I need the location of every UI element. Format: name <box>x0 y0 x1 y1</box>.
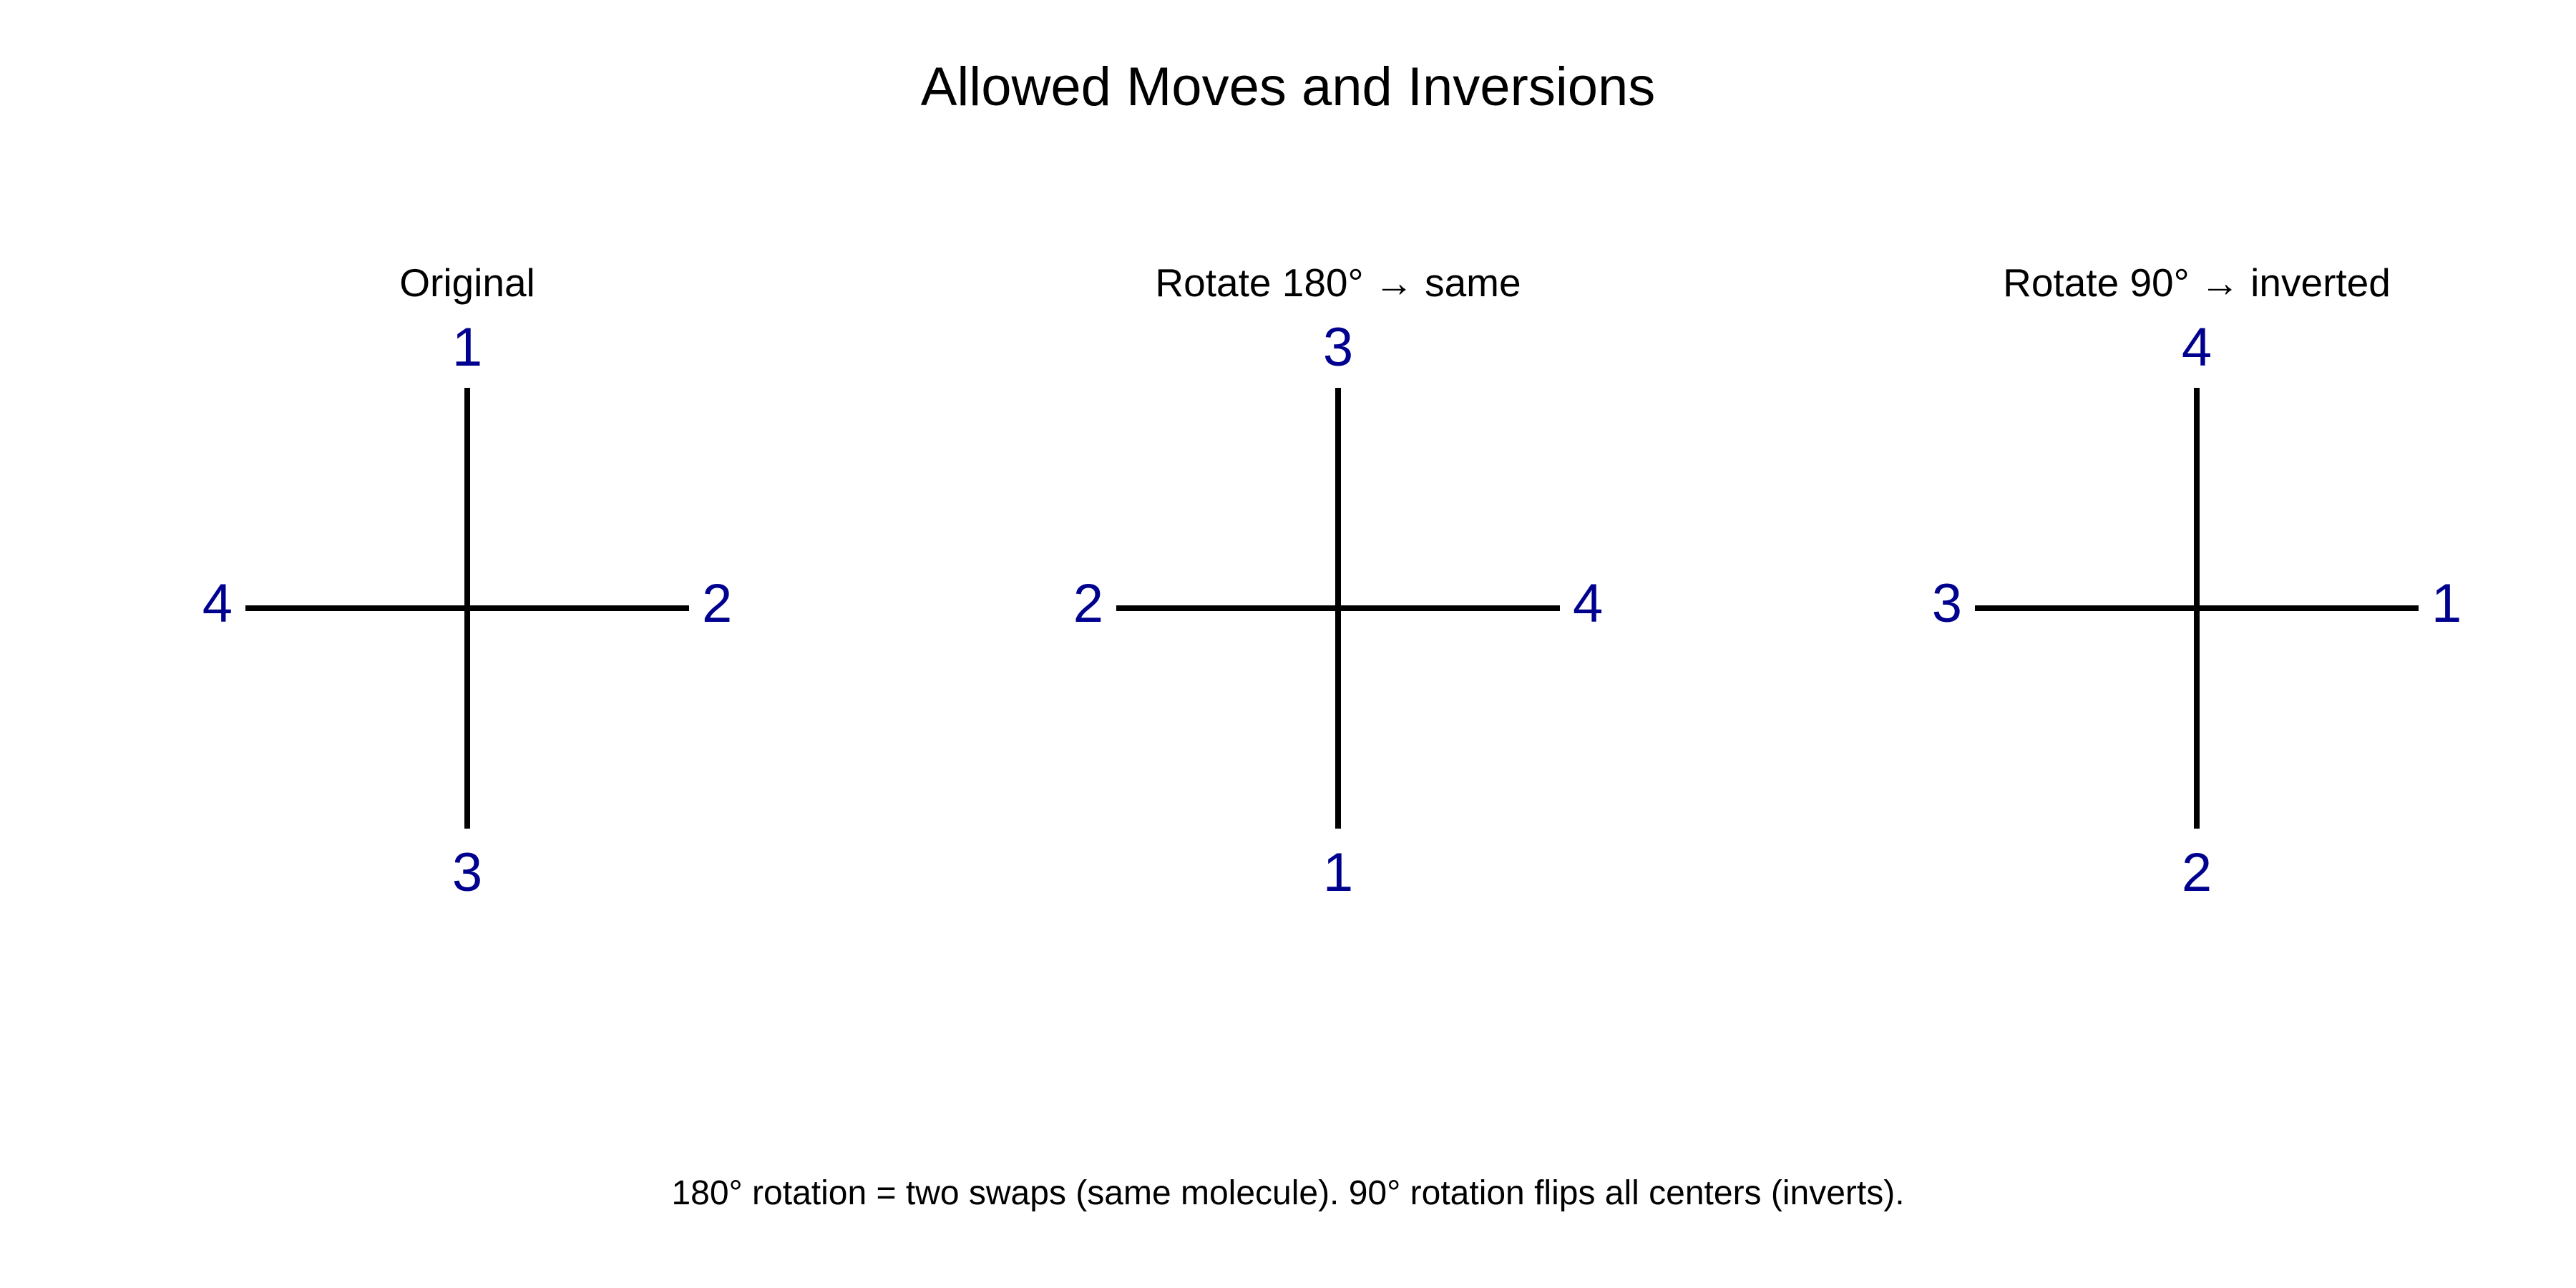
panel-label: Rotate 90° → inverted <box>2003 260 2391 305</box>
panel-rotate-90: Rotate 90° → inverted 4 1 2 3 <box>1875 0 2519 930</box>
substituent-label-top: 1 <box>452 317 483 378</box>
substituent-label-bottom: 3 <box>452 842 483 903</box>
substituent-label-bottom: 1 <box>1322 842 1354 903</box>
cross-vertical-bond <box>464 388 470 829</box>
panel-rotate-180: Rotate 180° → same 3 4 1 2 <box>1016 0 1660 930</box>
substituent-label-bottom: 2 <box>2181 842 2212 903</box>
panel-original: Original 1 2 3 4 <box>145 0 789 930</box>
substituent-label-left: 4 <box>202 573 233 634</box>
figure-caption: 180° rotation = two swaps (same molecule… <box>671 1174 1905 1212</box>
substituent-label-right: 1 <box>2431 573 2462 634</box>
substituent-label-top: 4 <box>2181 317 2212 378</box>
cross-vertical-bond <box>1335 388 1341 829</box>
substituent-label-right: 4 <box>1573 573 1604 634</box>
substituent-label-left: 3 <box>1931 573 1962 634</box>
substituent-label-left: 2 <box>1073 573 1103 634</box>
cross-vertical-bond <box>2194 388 2200 829</box>
page-title: Allowed Moves and Inversions <box>920 57 1656 117</box>
substituent-label-right: 2 <box>702 573 733 634</box>
panel-label: Rotate 180° → same <box>1155 260 1521 305</box>
substituent-label-top: 3 <box>1322 317 1354 378</box>
panel-label: Original <box>399 260 535 305</box>
